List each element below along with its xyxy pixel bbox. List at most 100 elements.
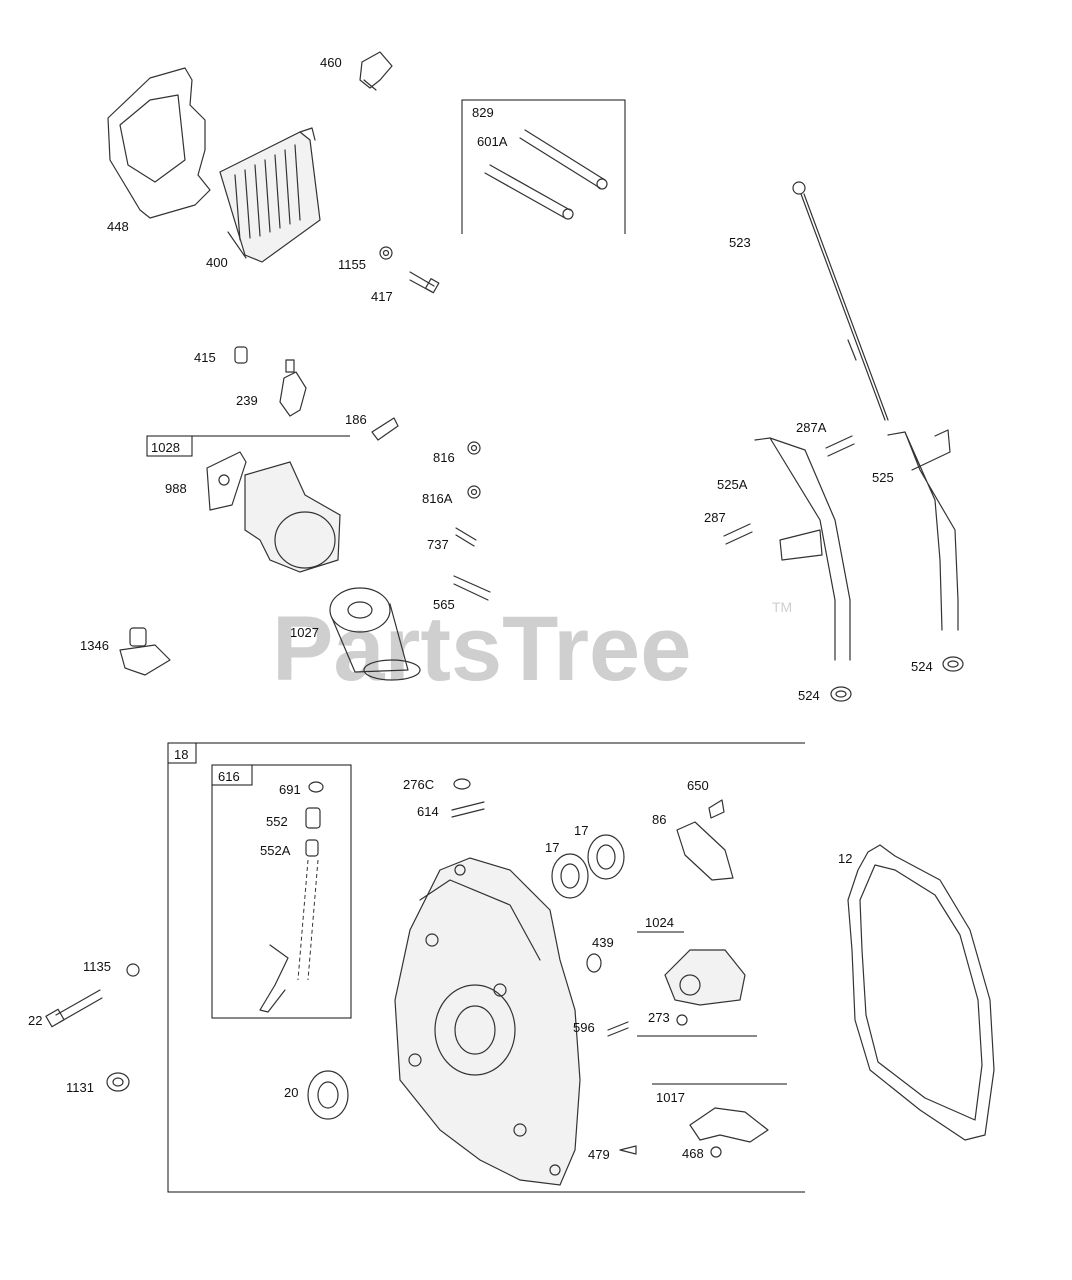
- fitting-565-icon[interactable]: [453, 575, 491, 601]
- label-524-right: 524: [911, 659, 933, 674]
- label-1027: 1027: [290, 625, 319, 640]
- label-239: 239: [236, 393, 258, 408]
- label-18: 18: [174, 747, 188, 762]
- oil-cooler-400-icon[interactable]: [219, 127, 321, 263]
- screw-650-icon[interactable]: [708, 799, 725, 819]
- label-468: 468: [682, 1146, 704, 1161]
- label-816A: 816A: [422, 491, 453, 506]
- label-596: 596: [573, 1020, 595, 1035]
- nut-1135-icon[interactable]: [126, 963, 140, 977]
- bolt-417-icon[interactable]: [409, 271, 440, 294]
- watermark-text: PartsTree: [272, 598, 691, 700]
- stud-601A-icon[interactable]: [484, 129, 608, 220]
- fitting-737-icon[interactable]: [455, 527, 477, 547]
- plug-1131-icon[interactable]: [106, 1072, 130, 1092]
- label-17-left: 17: [545, 840, 559, 855]
- grommet-524b-icon[interactable]: [942, 656, 964, 672]
- dipstick-tube-525A-icon[interactable]: [754, 437, 851, 661]
- cover-86-icon[interactable]: [676, 821, 734, 881]
- label-650: 650: [687, 778, 709, 793]
- kit-frame-18: [167, 742, 805, 1193]
- kit-frame-616: [211, 764, 352, 1019]
- label-439: 439: [592, 935, 614, 950]
- label-523: 523: [729, 235, 751, 250]
- oil-filter-1027-icon[interactable]: [329, 587, 421, 681]
- label-1024: 1024: [645, 915, 674, 930]
- fitting-460-icon[interactable]: [359, 51, 393, 91]
- label-616: 616: [218, 769, 240, 784]
- oil-pump-1024-icon[interactable]: [664, 949, 746, 1006]
- nut-1155-icon[interactable]: [379, 246, 393, 260]
- watermark-trademark: TM: [772, 599, 792, 615]
- bearing-20-icon[interactable]: [307, 1070, 349, 1120]
- dipstick-tube-525-icon[interactable]: [887, 429, 959, 631]
- label-17-right: 17: [574, 823, 588, 838]
- plug-816-icon[interactable]: [467, 441, 481, 455]
- label-552: 552: [266, 814, 288, 829]
- label-601A: 601A: [477, 134, 508, 149]
- seal-17a-icon[interactable]: [551, 853, 589, 899]
- label-287A: 287A: [796, 420, 827, 435]
- label-816: 816: [433, 450, 455, 465]
- label-552A: 552A: [260, 843, 291, 858]
- label-691: 691: [279, 782, 301, 797]
- label-276C: 276C: [403, 777, 434, 792]
- gasket-988-icon[interactable]: [206, 451, 247, 511]
- label-524-left: 524: [798, 688, 820, 703]
- label-400: 400: [206, 255, 228, 270]
- label-1017: 1017: [656, 1090, 685, 1105]
- label-460: 460: [320, 55, 342, 70]
- label-525A: 525A: [717, 477, 748, 492]
- gasket-448-icon[interactable]: [107, 67, 211, 219]
- crankcase-cover-icon[interactable]: [394, 857, 581, 1186]
- dipstick-523-icon[interactable]: [792, 181, 889, 421]
- label-417: 417: [371, 289, 393, 304]
- screw-287A-icon[interactable]: [825, 435, 855, 457]
- ring-273-icon[interactable]: [676, 1014, 688, 1026]
- pickup-1017-icon[interactable]: [689, 1107, 769, 1143]
- label-737: 737: [427, 537, 449, 552]
- label-1028: 1028: [151, 440, 180, 455]
- label-448: 448: [107, 219, 129, 234]
- kit-box-829: [461, 99, 626, 234]
- kit-box-616: [211, 764, 253, 786]
- label-1131: 1131: [66, 1080, 94, 1095]
- washer-276C-icon[interactable]: [453, 778, 471, 790]
- label-614: 614: [417, 804, 439, 819]
- label-1135: 1135: [83, 959, 111, 974]
- label-22: 22: [28, 1013, 42, 1028]
- label-287: 287: [704, 510, 726, 525]
- label-829: 829: [472, 105, 494, 120]
- seal-17b-icon[interactable]: [587, 834, 625, 880]
- gasket-12-icon[interactable]: [847, 844, 995, 1141]
- pressure-switch-239-icon[interactable]: [279, 359, 307, 417]
- screw-287-icon[interactable]: [723, 523, 753, 545]
- label-415: 415: [194, 350, 216, 365]
- kit-box-18: [167, 742, 197, 764]
- label-1346: 1346: [80, 638, 109, 653]
- grommet-524a-icon[interactable]: [830, 686, 852, 702]
- filter-adapter-icon[interactable]: [244, 461, 341, 573]
- label-20: 20: [284, 1085, 298, 1100]
- washer-439-icon[interactable]: [586, 953, 602, 973]
- screw-596-icon[interactable]: [607, 1021, 629, 1037]
- label-1155: 1155: [338, 257, 366, 272]
- label-86: 86: [652, 812, 666, 827]
- label-186: 186: [345, 412, 367, 427]
- label-988: 988: [165, 481, 187, 496]
- label-12: 12: [838, 851, 852, 866]
- screw-614-icon[interactable]: [451, 801, 485, 818]
- fitting-186-icon[interactable]: [371, 417, 399, 441]
- drain-valve-1346-icon[interactable]: [119, 627, 171, 676]
- plug-415-icon[interactable]: [234, 346, 248, 364]
- bolt-22-icon[interactable]: [45, 989, 103, 1028]
- label-479: 479: [588, 1147, 610, 1162]
- plug-816A-icon[interactable]: [467, 485, 481, 499]
- label-273: 273: [648, 1010, 670, 1025]
- label-565: 565: [433, 597, 455, 612]
- washer-468-icon[interactable]: [710, 1146, 722, 1158]
- kit-box-1028: [146, 435, 193, 457]
- governor-shaft-icon[interactable]: [259, 781, 324, 1013]
- screw-479-icon[interactable]: [619, 1145, 637, 1155]
